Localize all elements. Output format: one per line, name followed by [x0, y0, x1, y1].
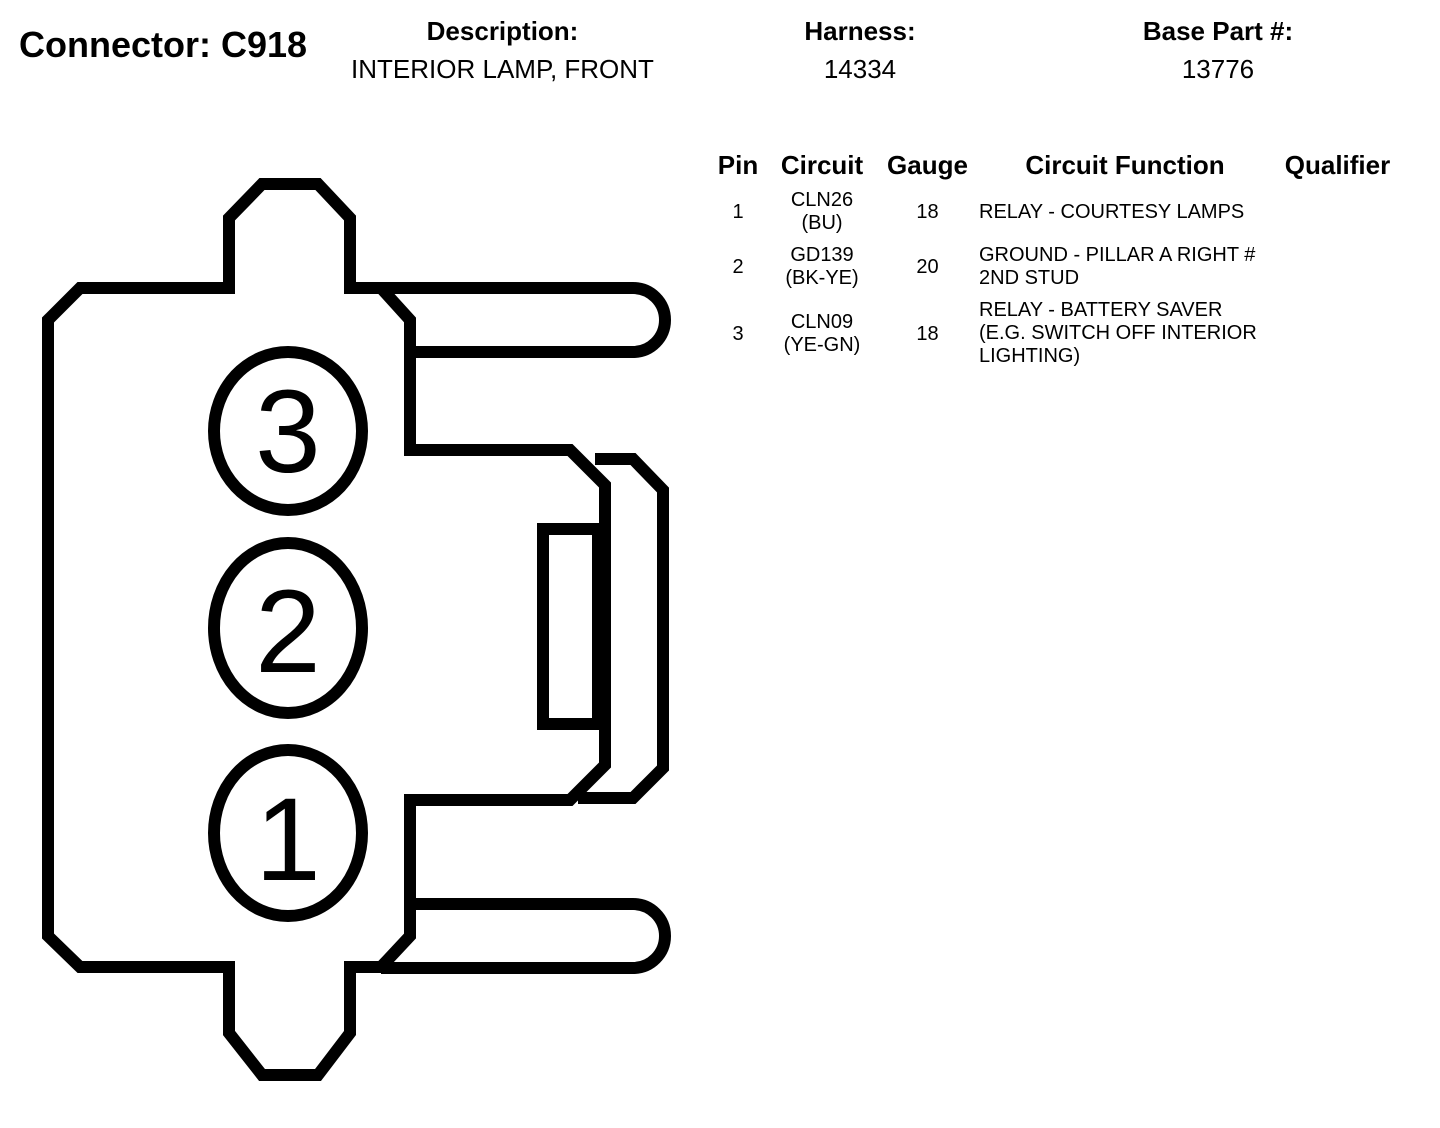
row-function-line: RELAY - COURTESY LAMPS: [979, 201, 1245, 223]
row-wire-color: (BU): [801, 212, 843, 234]
pin-3-cavity: [208, 346, 368, 516]
row-pin: 2: [732, 256, 744, 278]
base-part-label: Base Part #:: [1142, 16, 1294, 46]
pin-2-label: 2: [255, 566, 321, 698]
row-gauge: 20: [916, 256, 939, 278]
description-value: INTERIOR LAMP, FRONT: [351, 54, 654, 84]
row-circuit: GD139: [790, 244, 854, 266]
row-wire-color: (YE-GN): [783, 334, 861, 356]
base-part-value: 13776: [1181, 54, 1255, 84]
row-pin: 3: [732, 323, 744, 345]
row-function-line: (E.G. SWITCH OFF INTERIOR: [979, 322, 1257, 344]
bottom-latch-outline: [381, 898, 671, 974]
col-header-circuit-function: Circuit Function: [1025, 150, 1225, 180]
row-function-line: 2ND STUD: [979, 267, 1080, 289]
row-circuit: CLN26: [790, 189, 854, 211]
row-function-line: GROUND - PILLAR A RIGHT #: [979, 244, 1256, 266]
top-latch-outline: [381, 282, 671, 358]
col-header-circuit: Circuit: [780, 150, 864, 180]
row-pin: 1: [732, 201, 744, 223]
polarization-key: [537, 523, 604, 730]
col-header-pin: Pin: [717, 150, 759, 180]
row-gauge: 18: [916, 201, 939, 223]
connector-housing-outline: [42, 178, 611, 1081]
connector-title: Connector: C918: [19, 24, 308, 65]
pin-1-cavity: [208, 744, 368, 922]
pin-2-cavity: [208, 537, 368, 719]
description-label: Description:: [426, 16, 579, 46]
row-circuit: CLN09: [790, 311, 854, 333]
row-function-line: LIGHTING): [979, 345, 1081, 367]
harness-value: 14334: [823, 54, 897, 84]
col-header-qualifier: Qualifier: [1284, 150, 1391, 180]
pin-1-label: 1: [255, 774, 321, 906]
pin-3-label: 3: [255, 366, 321, 498]
row-gauge: 18: [916, 323, 939, 345]
harness-label: Harness:: [804, 16, 916, 46]
row-wire-color: (BK-YE): [785, 267, 859, 289]
key-bracket-outline: [578, 453, 669, 804]
col-header-gauge: Gauge: [887, 150, 968, 180]
row-function-line: RELAY - BATTERY SAVER: [979, 299, 1223, 321]
